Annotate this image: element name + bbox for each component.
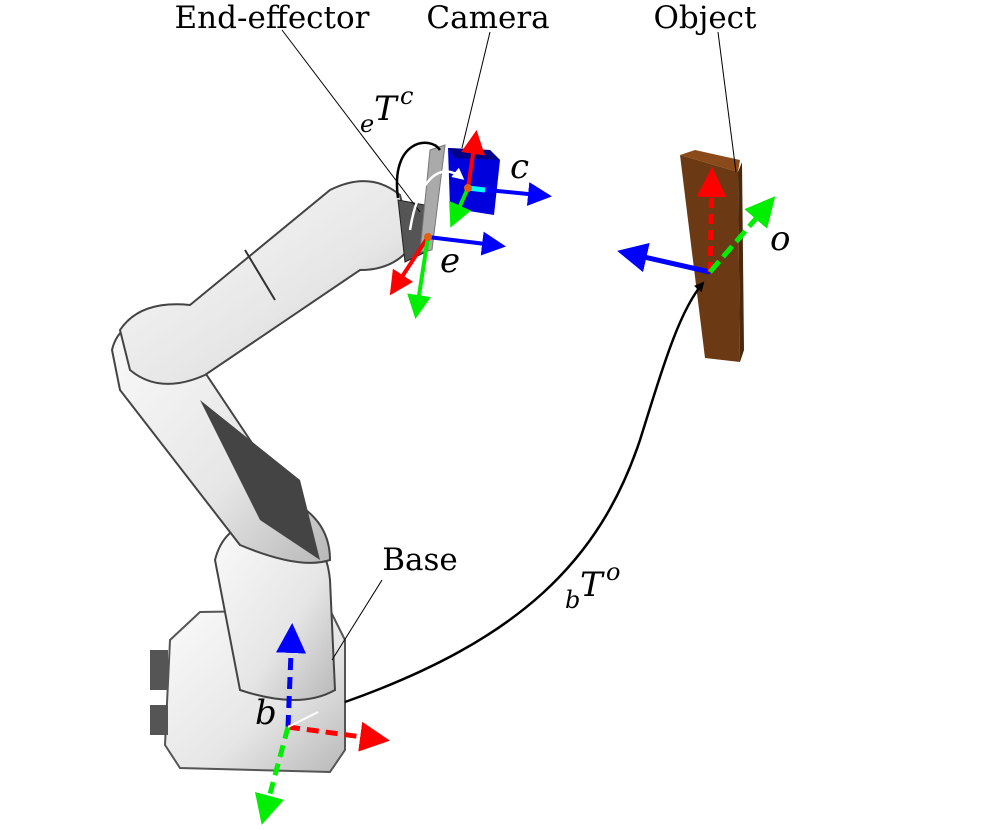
svg-text:T: T (374, 89, 399, 129)
frame-label-b: b (255, 693, 277, 733)
frame-object-axes (617, 167, 776, 275)
transform-label-b-T-o: b T o (565, 558, 620, 614)
robot-arm (110, 144, 446, 774)
label-camera: Camera (426, 0, 549, 36)
object-leader (717, 31, 737, 173)
frame-base-axes (255, 623, 390, 825)
camera-body (448, 148, 500, 215)
base-leader (331, 579, 383, 661)
transform-arrow-e-to-c (395, 141, 442, 199)
frame-end-effector-axes (389, 231, 506, 319)
svg-text:c: c (400, 82, 413, 110)
label-end-effector: End-effector (175, 0, 370, 36)
label-base: Base (382, 542, 458, 578)
camera-leader (461, 31, 491, 149)
svg-text:e: e (360, 110, 374, 138)
frame-label-o: o (770, 219, 790, 259)
object-body (680, 150, 744, 362)
svg-text:b: b (565, 586, 580, 614)
transform-arrow-e-to-c-white (408, 167, 465, 231)
transform-arrow-b-to-o (344, 281, 705, 704)
svg-text:o: o (606, 558, 620, 586)
label-object: Object (653, 0, 757, 36)
frame-label-c: c (510, 147, 529, 187)
svg-text:T: T (580, 565, 605, 605)
frame-label-e: e (440, 241, 460, 281)
transform-label-e-T-c: e T c (360, 82, 413, 138)
frame-camera-axes (449, 130, 552, 228)
